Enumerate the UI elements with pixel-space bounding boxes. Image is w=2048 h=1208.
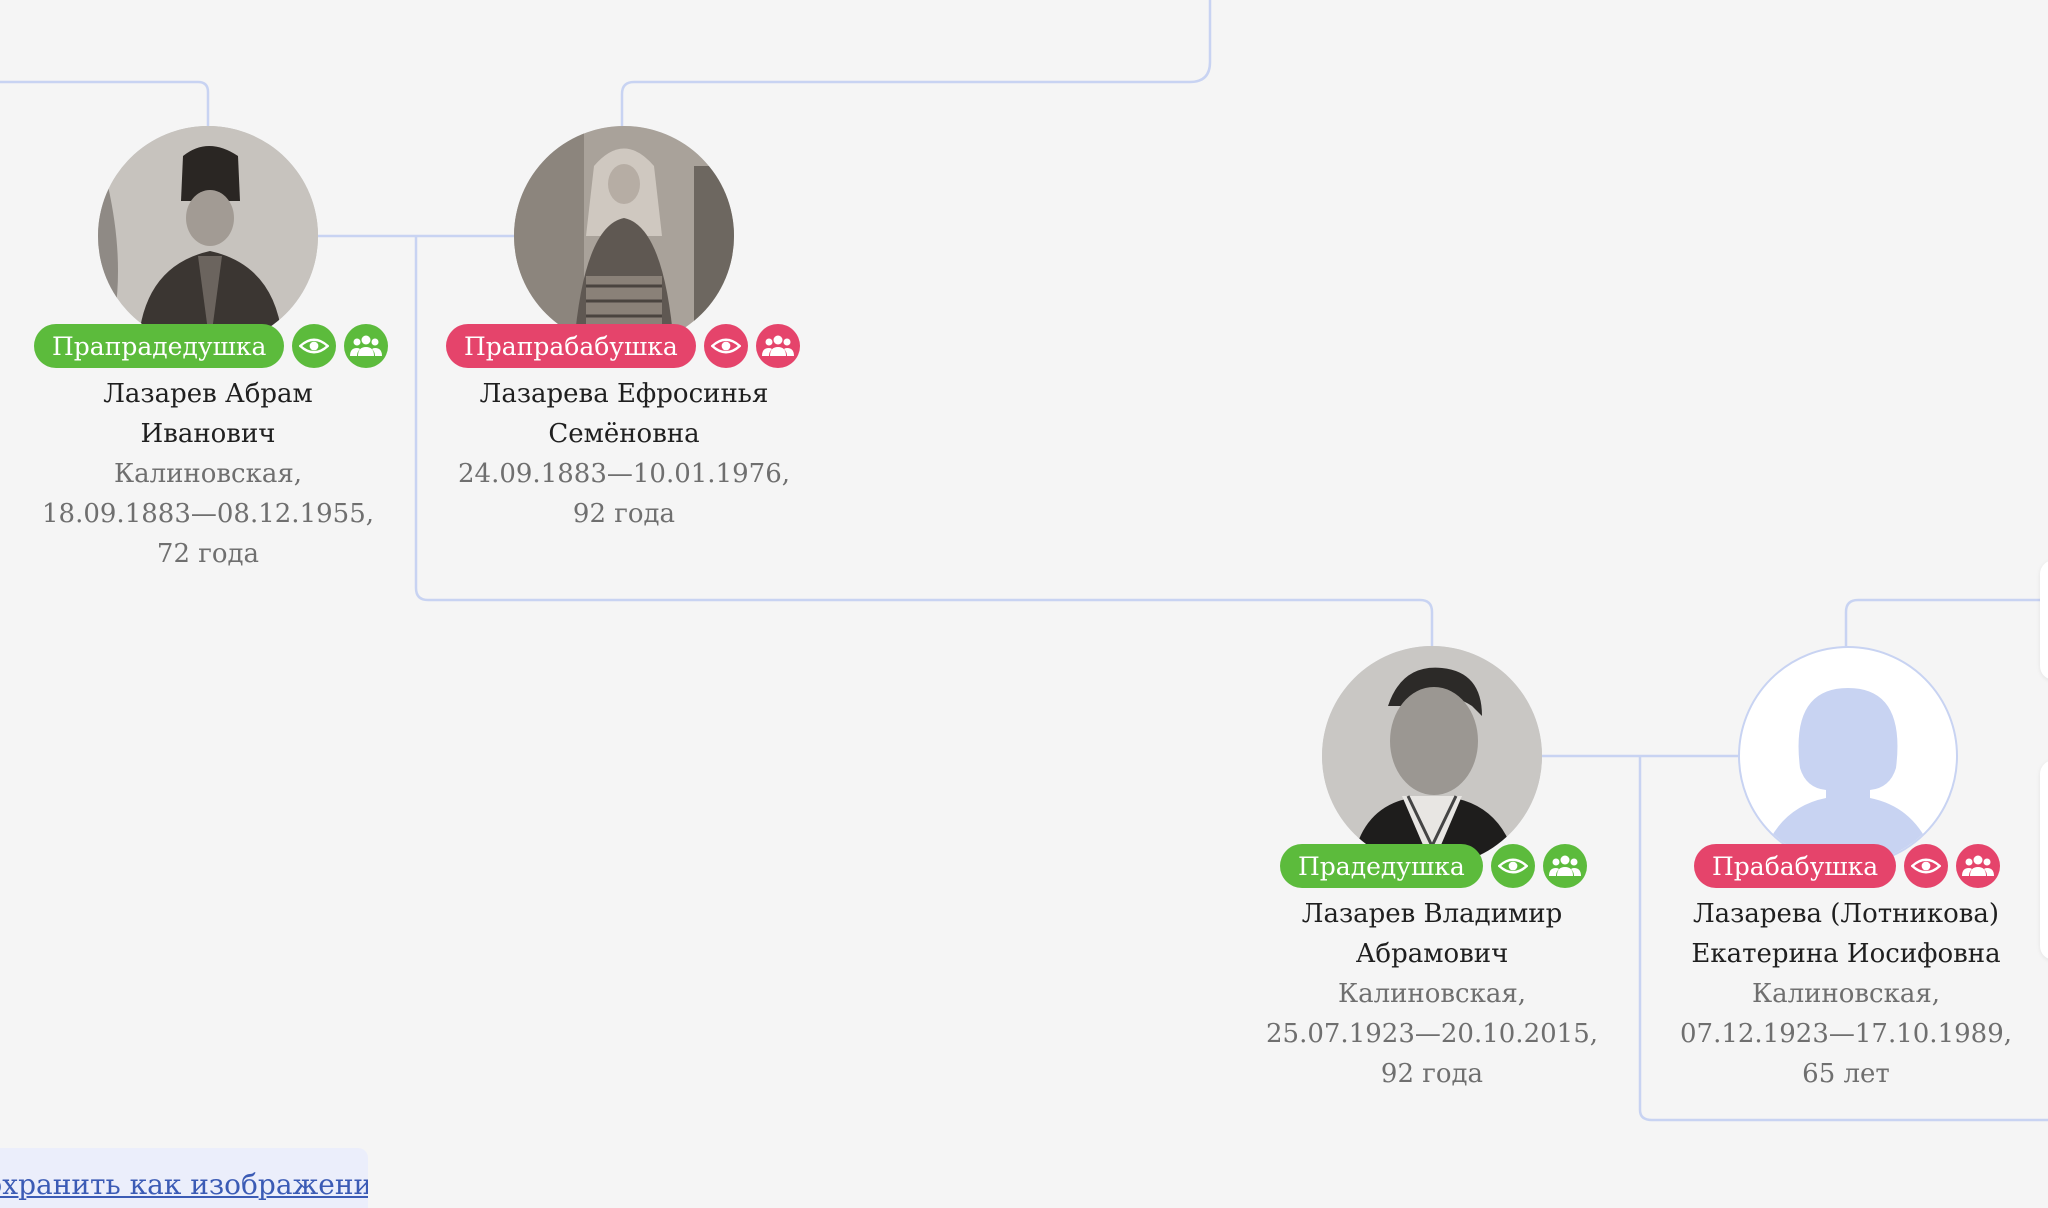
person-info: Лазарева Ефросинья Семёновна 24.09.1883—… [444, 374, 804, 534]
eye-icon[interactable] [1490, 844, 1535, 888]
person-name-line2: Семёновна [548, 419, 700, 449]
relation-badge: Прапрадедушка [34, 324, 285, 368]
family-group-icon[interactable] [1956, 844, 2001, 888]
person-place: Калиновская, [113, 459, 303, 489]
person-age: 72 года [156, 539, 260, 569]
person-dates: 25.07.1923—20.10.2015, [1266, 1019, 1598, 1049]
person-info: Лазарева (Лотникова) Екатерина Иосифовна… [1666, 894, 2026, 1094]
person-dates: 07.12.1923—17.10.1989, [1680, 1019, 2012, 1049]
eye-icon[interactable] [1904, 844, 1949, 888]
person-name-line1: Лазарева Ефросинья [479, 379, 769, 409]
person-name-line2: Абрамович [1355, 939, 1509, 969]
female-silhouette-icon [1760, 688, 1936, 864]
save-as-image-panel: Сохранить как изображение [0, 1148, 368, 1208]
save-as-image-link[interactable]: Сохранить как изображение [0, 1168, 368, 1201]
relation-badge: Прапрабабушка [446, 324, 696, 368]
eye-icon[interactable] [703, 324, 748, 368]
person-age: 92 года [572, 499, 676, 529]
person-age: 65 лет [1802, 1059, 1890, 1089]
person-name-line2: Иванович [140, 419, 276, 449]
family-group-icon[interactable] [755, 324, 800, 368]
person-info: Лазарев Абрам Иванович Калиновская, 18.0… [28, 374, 388, 574]
person-photo[interactable] [1322, 646, 1542, 866]
person-dates: 18.09.1883—08.12.1955, [42, 499, 374, 529]
person-photo[interactable] [98, 126, 318, 346]
person-info: Лазарев Владимир Абрамович Калиновская, … [1252, 894, 1612, 1094]
person-place: Калиновская, [1337, 979, 1527, 1009]
relation-badge: Прадедушка [1280, 844, 1483, 888]
person-photo-placeholder[interactable] [1738, 646, 1958, 866]
person-photo[interactable] [514, 126, 734, 346]
person-name-line1: Лазарев Владимир [1301, 899, 1563, 929]
person-name-line1: Лазарева (Лотникова) [1692, 899, 2000, 929]
family-group-icon[interactable] [344, 324, 389, 368]
eye-icon[interactable] [292, 324, 337, 368]
family-group-icon[interactable] [1542, 844, 1587, 888]
person-age: 92 года [1380, 1059, 1484, 1089]
side-panel-tab[interactable] [2040, 560, 2048, 680]
person-name-line2: Екатерина Иосифовна [1691, 939, 2001, 969]
person-place: Калиновская, [1751, 979, 1941, 1009]
person-name-line1: Лазарев Абрам [103, 379, 313, 409]
relation-badge: Прабабушка [1694, 844, 1897, 888]
person-dates: 24.09.1883—10.01.1976, [458, 459, 790, 489]
side-panel-tab[interactable] [2040, 760, 2048, 960]
